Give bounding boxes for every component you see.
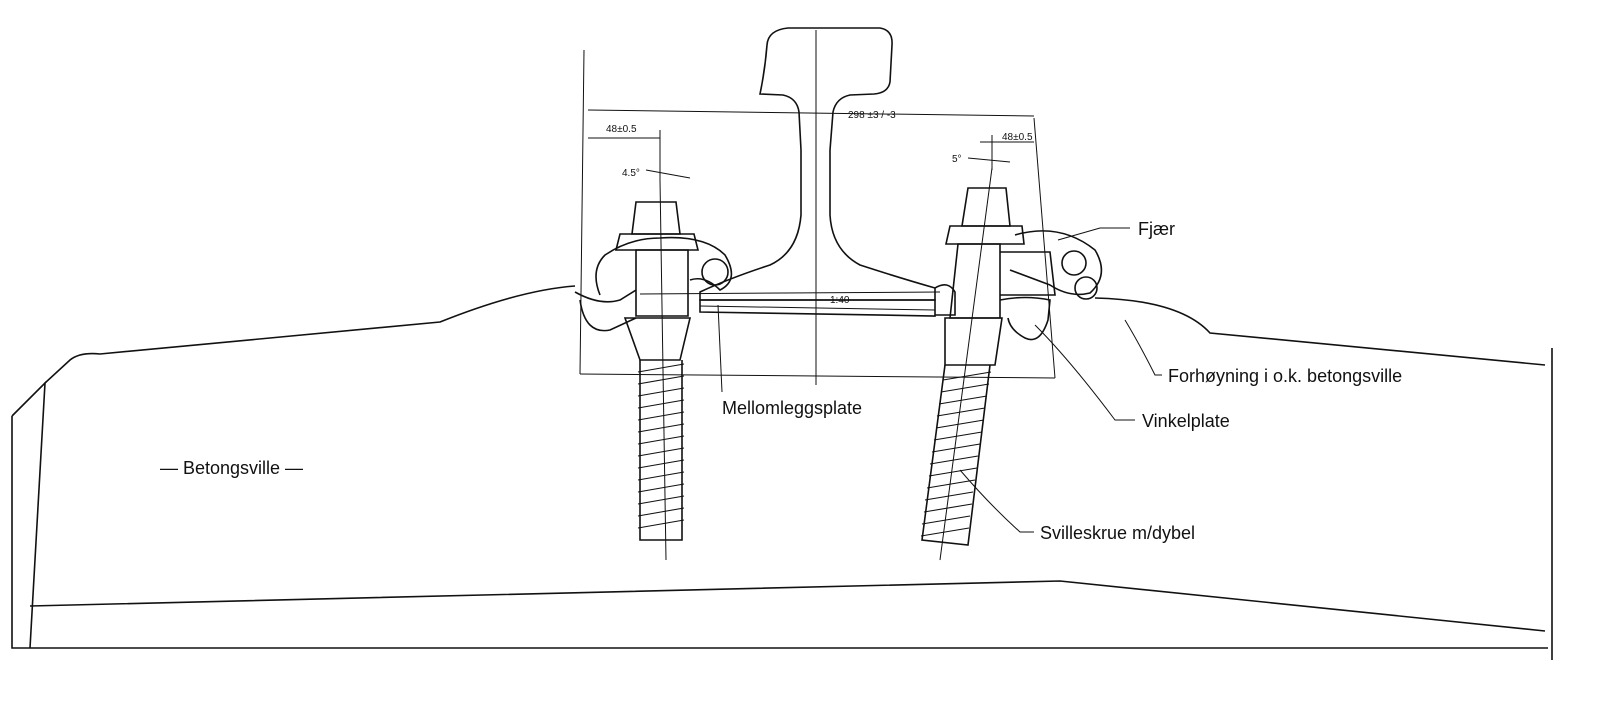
label-leaders: [717, 227, 1162, 533]
right-fastening: [920, 167, 1103, 561]
gauge-dimension: 298 ±3 / -3: [848, 110, 896, 121]
rail-profile: [699, 27, 936, 385]
angle-plate-label: Vinkelplate: [1142, 411, 1230, 431]
inclination-dimension: 1:40: [830, 295, 850, 306]
left-screw-thread: [637, 363, 685, 529]
sleeper-label: — Betongsville —: [160, 458, 303, 478]
pad-label: Mellomleggsplate: [722, 398, 862, 418]
right-screw-thread: [920, 371, 992, 537]
left-angle-dimension: 4.5°: [622, 168, 640, 179]
right-angle-dimension: 5°: [952, 154, 962, 165]
left-offset-dimension: 48±0.5: [606, 124, 637, 135]
screw-label: Svilleskrue m/dybel: [1040, 523, 1195, 543]
raised-sleeper-label: Forhøyning i o.k. betongsville: [1168, 366, 1402, 386]
base-pad: [699, 299, 936, 317]
dimension-lines: [579, 49, 1056, 379]
concrete-sleeper: [11, 285, 1553, 660]
spring-label: Fjær: [1138, 219, 1175, 239]
left-fastening: [574, 179, 733, 561]
right-offset-dimension: 48±0.5: [1002, 132, 1033, 143]
